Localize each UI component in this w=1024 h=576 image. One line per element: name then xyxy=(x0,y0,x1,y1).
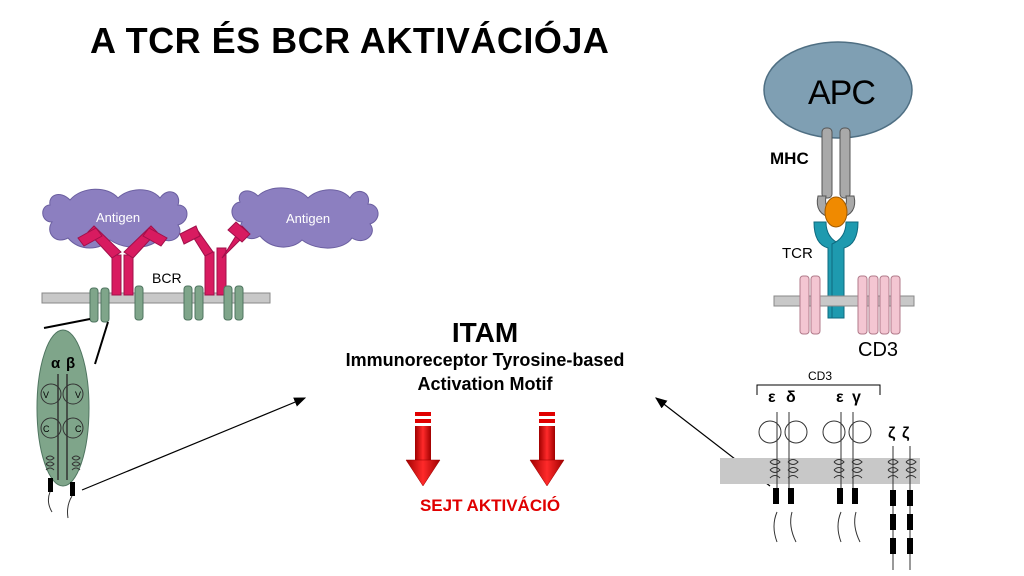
bcr-membrane xyxy=(41,292,271,304)
antigen-right: Antigen xyxy=(231,187,379,249)
red-arrow-left xyxy=(405,412,441,487)
cd3-big-label: CD3 xyxy=(858,339,898,361)
beta-label: β xyxy=(66,355,75,372)
cd3-small-label: CD3 xyxy=(808,369,832,383)
bcr-complex: Antigen Antigen BCR xyxy=(36,187,379,519)
ig-alpha-beta-rods xyxy=(89,285,244,323)
tcr-receptor xyxy=(813,221,859,319)
cd3-epsilon-delta xyxy=(758,412,808,543)
peptide-antigen xyxy=(824,196,848,228)
tcr-membrane xyxy=(773,295,915,307)
epsilon2-label: ε xyxy=(836,389,844,406)
bcr-antibody-left xyxy=(77,225,168,296)
itam-title: ITAM xyxy=(451,317,519,348)
cd3-chains xyxy=(799,275,901,335)
cell-activation-label: SEJT AKTIVÁCIÓ xyxy=(419,496,561,515)
itam-subtitle-line1: Immunoreceptor Tyrosine-based xyxy=(345,350,625,370)
bcr-label: BCR xyxy=(152,270,182,286)
apc-label: APC xyxy=(808,74,875,112)
bcr-antibody-right xyxy=(179,221,251,296)
v-right-label: V xyxy=(75,390,81,400)
zoom-line-right xyxy=(94,321,109,365)
cd3-bracket xyxy=(756,384,881,395)
gamma-label: γ xyxy=(852,389,861,406)
itam-block: ITAM Immunoreceptor Tyrosine-based Activ… xyxy=(300,318,670,396)
alpha-label: α xyxy=(51,355,61,372)
zoom-line-left xyxy=(43,318,91,329)
epsilon1-label: ε xyxy=(768,389,776,406)
apc-cell xyxy=(763,41,913,139)
antigen-right-label: Antigen xyxy=(286,211,330,226)
v-left-label: V xyxy=(43,390,49,400)
antigen-left-label: Antigen xyxy=(96,210,140,225)
itam-subtitle-line2: Activation Motif xyxy=(417,374,553,394)
arrow-bcr-to-itam xyxy=(81,397,307,491)
cd3-detail-membrane xyxy=(720,458,920,484)
delta-label: δ xyxy=(786,389,796,406)
red-arrow-right xyxy=(529,412,565,487)
tcr-label: TCR xyxy=(782,245,813,262)
ig-alpha-beta-detail: α β V V C C xyxy=(36,329,90,519)
mhc-label: MHC xyxy=(770,149,809,168)
cd3-epsilon-gamma xyxy=(822,412,872,543)
page-title: A TCR ÉS BCR AKTIVÁCIÓJA xyxy=(90,20,610,61)
tcr-complex: APC MHC TCR CD3 CD3 xyxy=(720,41,920,570)
c-right-label: C xyxy=(75,424,82,434)
zeta1-label: ζ xyxy=(888,425,896,442)
c-left-label: C xyxy=(43,424,50,434)
zeta2-label: ζ xyxy=(902,425,910,442)
